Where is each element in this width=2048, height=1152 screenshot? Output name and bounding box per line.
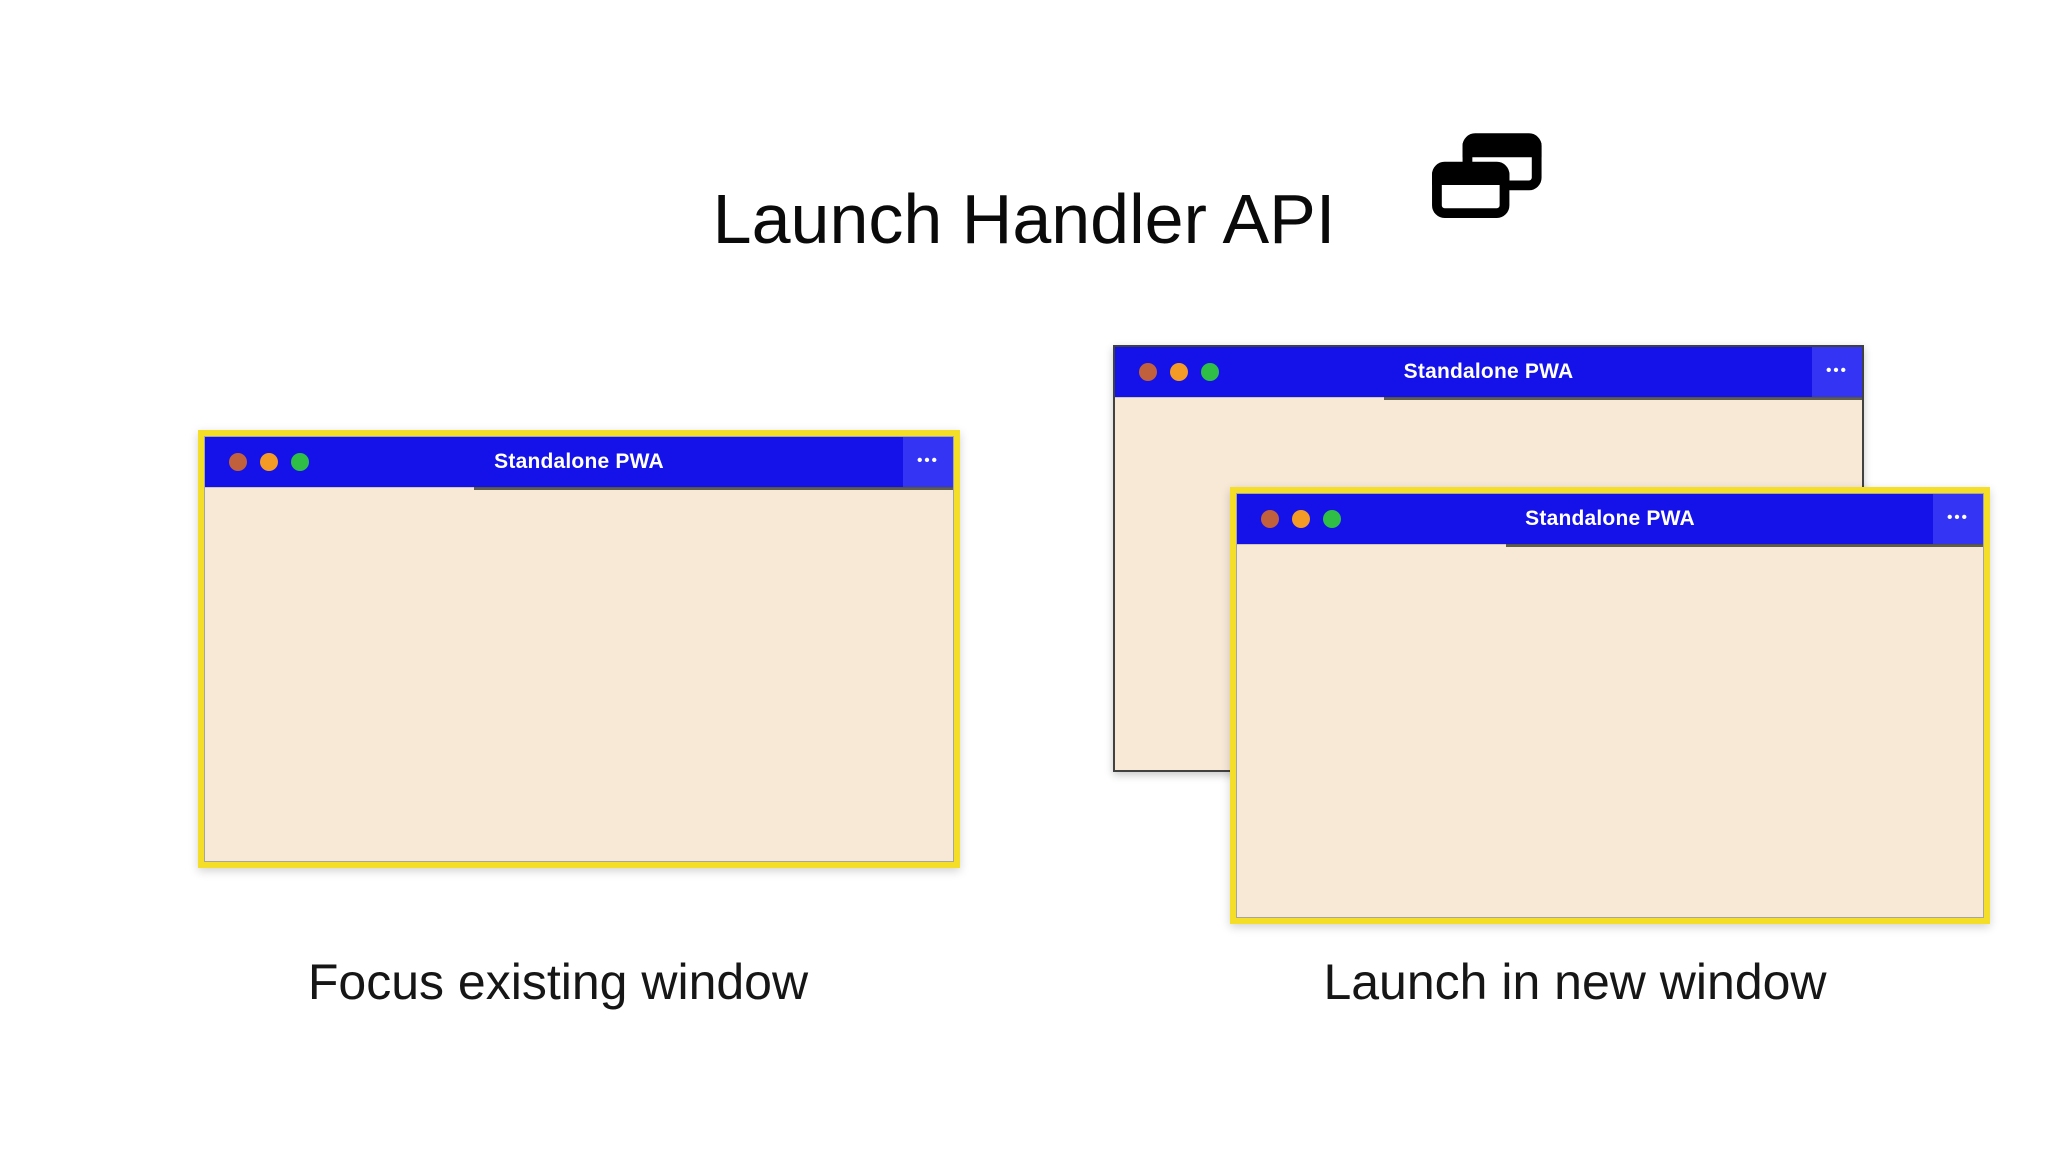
- pwa-window-focused: Standalone PWA •••: [198, 430, 960, 868]
- overflow-menu-button[interactable]: •••: [903, 437, 953, 487]
- close-button[interactable]: [1261, 510, 1279, 528]
- overflow-menu-button[interactable]: •••: [1933, 494, 1983, 544]
- window-titlebar[interactable]: Standalone PWA •••: [205, 437, 953, 490]
- close-button[interactable]: [1139, 363, 1157, 381]
- maximize-button[interactable]: [291, 453, 309, 471]
- window-content: [205, 487, 953, 861]
- window-controls: [1139, 347, 1219, 397]
- caption-focus-existing: Focus existing window: [307, 954, 809, 1010]
- window-titlebar[interactable]: Standalone PWA •••: [1237, 494, 1983, 547]
- minimize-button[interactable]: [1170, 363, 1188, 381]
- ellipsis-icon: •••: [917, 451, 939, 469]
- page-title: Launch Handler API: [712, 179, 1336, 258]
- maximize-button[interactable]: [1201, 363, 1219, 381]
- overflow-menu-button[interactable]: •••: [1812, 347, 1862, 397]
- window-title: Standalone PWA: [494, 450, 664, 473]
- pwa-window-new: Standalone PWA •••: [1230, 487, 1990, 924]
- window-frame: Standalone PWA •••: [1236, 493, 1984, 918]
- minimize-button[interactable]: [1292, 510, 1310, 528]
- caption-launch-new: Launch in new window: [1323, 954, 1827, 1010]
- minimize-button[interactable]: [260, 453, 278, 471]
- window-title: Standalone PWA: [1403, 360, 1574, 383]
- maximize-button[interactable]: [1323, 510, 1341, 528]
- close-button[interactable]: [229, 453, 247, 471]
- window-content: [1237, 544, 1983, 917]
- window-frame: Standalone PWA •••: [204, 436, 954, 862]
- window-title: Standalone PWA: [1525, 507, 1695, 530]
- window-controls: [1261, 494, 1341, 544]
- window-controls: [229, 437, 309, 487]
- overlapping-windows-icon: [1432, 133, 1542, 218]
- ellipsis-icon: •••: [1947, 508, 1969, 526]
- ellipsis-icon: •••: [1826, 361, 1848, 379]
- window-titlebar[interactable]: Standalone PWA •••: [1115, 347, 1862, 400]
